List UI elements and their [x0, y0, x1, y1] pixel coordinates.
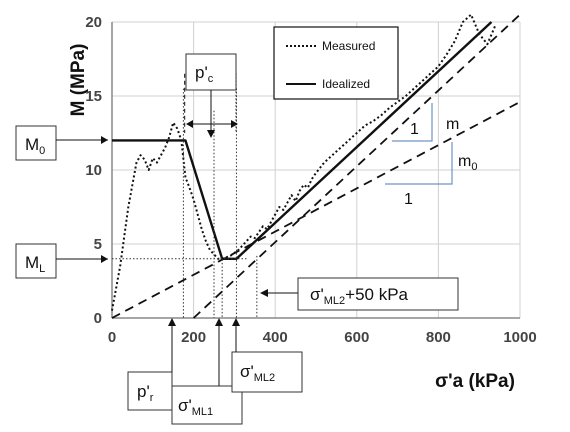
svg-text:p'c: p'c	[195, 63, 214, 85]
svg-text:σ'ML1: σ'ML1	[178, 396, 213, 418]
y-tick-label: 0	[94, 310, 102, 327]
y-tick-label: 20	[85, 14, 102, 31]
x-tick-label: 200	[181, 329, 206, 346]
svg-text:p'r: p'r	[137, 382, 154, 404]
annotation-ml2: σ'ML2	[231, 318, 303, 393]
tick-labels: 0 200 400 600 800 1000 0 5 10 15 20	[85, 14, 536, 346]
slope-triangle-m: m 1	[392, 103, 459, 142]
annotation-pr: p'r	[127, 318, 176, 411]
svg-text:ML: ML	[25, 253, 45, 275]
x-axis-title: σ'a (kPa)	[435, 371, 515, 392]
svg-text:σ'ML2+50 kPa: σ'ML2+50 kPa	[310, 285, 409, 307]
x-tick-label: 400	[263, 329, 288, 346]
annotation-ml2-plus-50: σ'ML2+50 kPa	[260, 277, 459, 311]
x-tick-label: 0	[108, 329, 116, 346]
annotation-m0: M0	[15, 125, 108, 161]
y-tick-label: 5	[94, 236, 102, 253]
y-tick-label: 10	[85, 162, 102, 179]
legend-measured-label: Measured	[322, 39, 375, 53]
series-measured	[111, 13, 497, 311]
slope-m0-label: m0	[458, 153, 477, 173]
y-tick-label: 15	[85, 88, 102, 105]
annotation-ml1: σ'ML1	[171, 318, 243, 425]
slope-triangle-m0: m0 1	[385, 142, 477, 208]
svg-text:σ'ML2: σ'ML2	[240, 362, 275, 384]
legend-idealized-label: Idealized	[322, 77, 370, 91]
x-tick-label: 600	[344, 329, 369, 346]
slope-m0-run-label: 1	[404, 191, 413, 208]
annotation-pc: p'c	[185, 53, 238, 138]
axes	[111, 22, 520, 319]
x-tick-label: 1000	[503, 329, 536, 346]
annotation-ml: ML	[15, 243, 108, 279]
slope-m-run-label: 1	[410, 121, 419, 138]
y-axis-title: M (MPa)	[68, 44, 89, 117]
legend: Measured Idealized	[273, 26, 399, 100]
slope-m-label: m	[446, 116, 459, 133]
svg-text:M0: M0	[25, 135, 45, 157]
x-tick-label: 800	[426, 329, 451, 346]
series-dashed-2	[111, 101, 521, 319]
series	[111, 13, 521, 319]
guide-lines	[112, 73, 258, 318]
legend-frame	[273, 26, 399, 100]
